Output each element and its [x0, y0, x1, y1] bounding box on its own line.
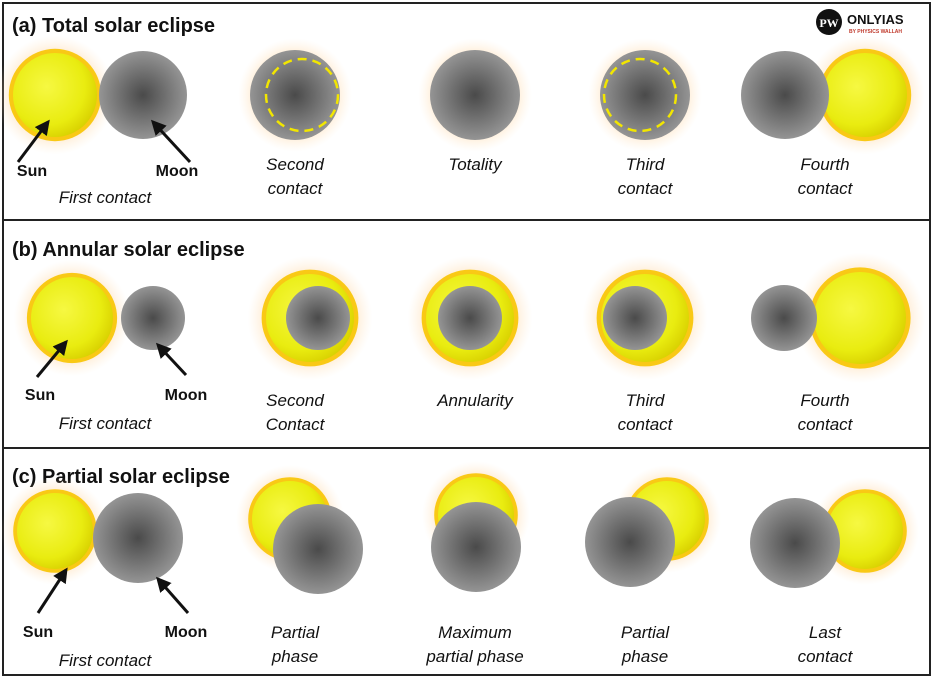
moon-label: Moon [165, 387, 208, 404]
sun-outline-dashed [264, 57, 340, 133]
sun-label: Sun [25, 387, 55, 404]
moon [751, 285, 817, 351]
logo: PW ONLYIAS BY PHYSICS WALLAH [816, 9, 904, 35]
sun [31, 277, 113, 359]
pointer-arrow [16, 119, 50, 163]
stage-label: First contact [59, 188, 153, 207]
pointer-arrow [156, 576, 190, 614]
sun [17, 493, 93, 569]
sun-label: Sun [23, 624, 53, 641]
moon [585, 497, 675, 587]
sun-outline-dashed [602, 57, 678, 133]
moon [99, 51, 187, 139]
moon [121, 286, 185, 350]
logo-tagline: BY PHYSICS WALLAH [849, 29, 902, 35]
panel-title: (a) Total solar eclipse [12, 15, 215, 37]
logo-name: ONLYIAS [847, 12, 904, 27]
moon [250, 50, 340, 140]
moon [603, 286, 667, 350]
moon-label: Moon [165, 624, 208, 641]
moon [286, 286, 350, 350]
moon [741, 51, 829, 139]
stage-label: Totality [448, 155, 503, 174]
sun [814, 272, 906, 364]
pointer-arrow [35, 339, 68, 378]
logo-emblem: PW [819, 16, 838, 30]
moon [438, 286, 502, 350]
pointer-arrow [150, 119, 192, 164]
moon [750, 498, 840, 588]
stage-label: Annularity [436, 391, 514, 410]
panel-title: (b) Annular solar eclipse [12, 239, 245, 261]
stage-label: First contact [59, 651, 153, 670]
moon-label: Moon [156, 163, 199, 180]
sun-label: Sun [17, 163, 47, 180]
pw-emblem-icon [816, 9, 842, 35]
sun [13, 53, 97, 137]
moon [430, 50, 520, 140]
stage-label: First contact [59, 414, 153, 433]
moon [273, 504, 363, 594]
moon [431, 502, 521, 592]
pointer-arrow [155, 342, 188, 377]
pointer-arrow [36, 567, 68, 614]
moon [93, 493, 183, 583]
sun [823, 53, 907, 137]
sun [827, 493, 903, 569]
